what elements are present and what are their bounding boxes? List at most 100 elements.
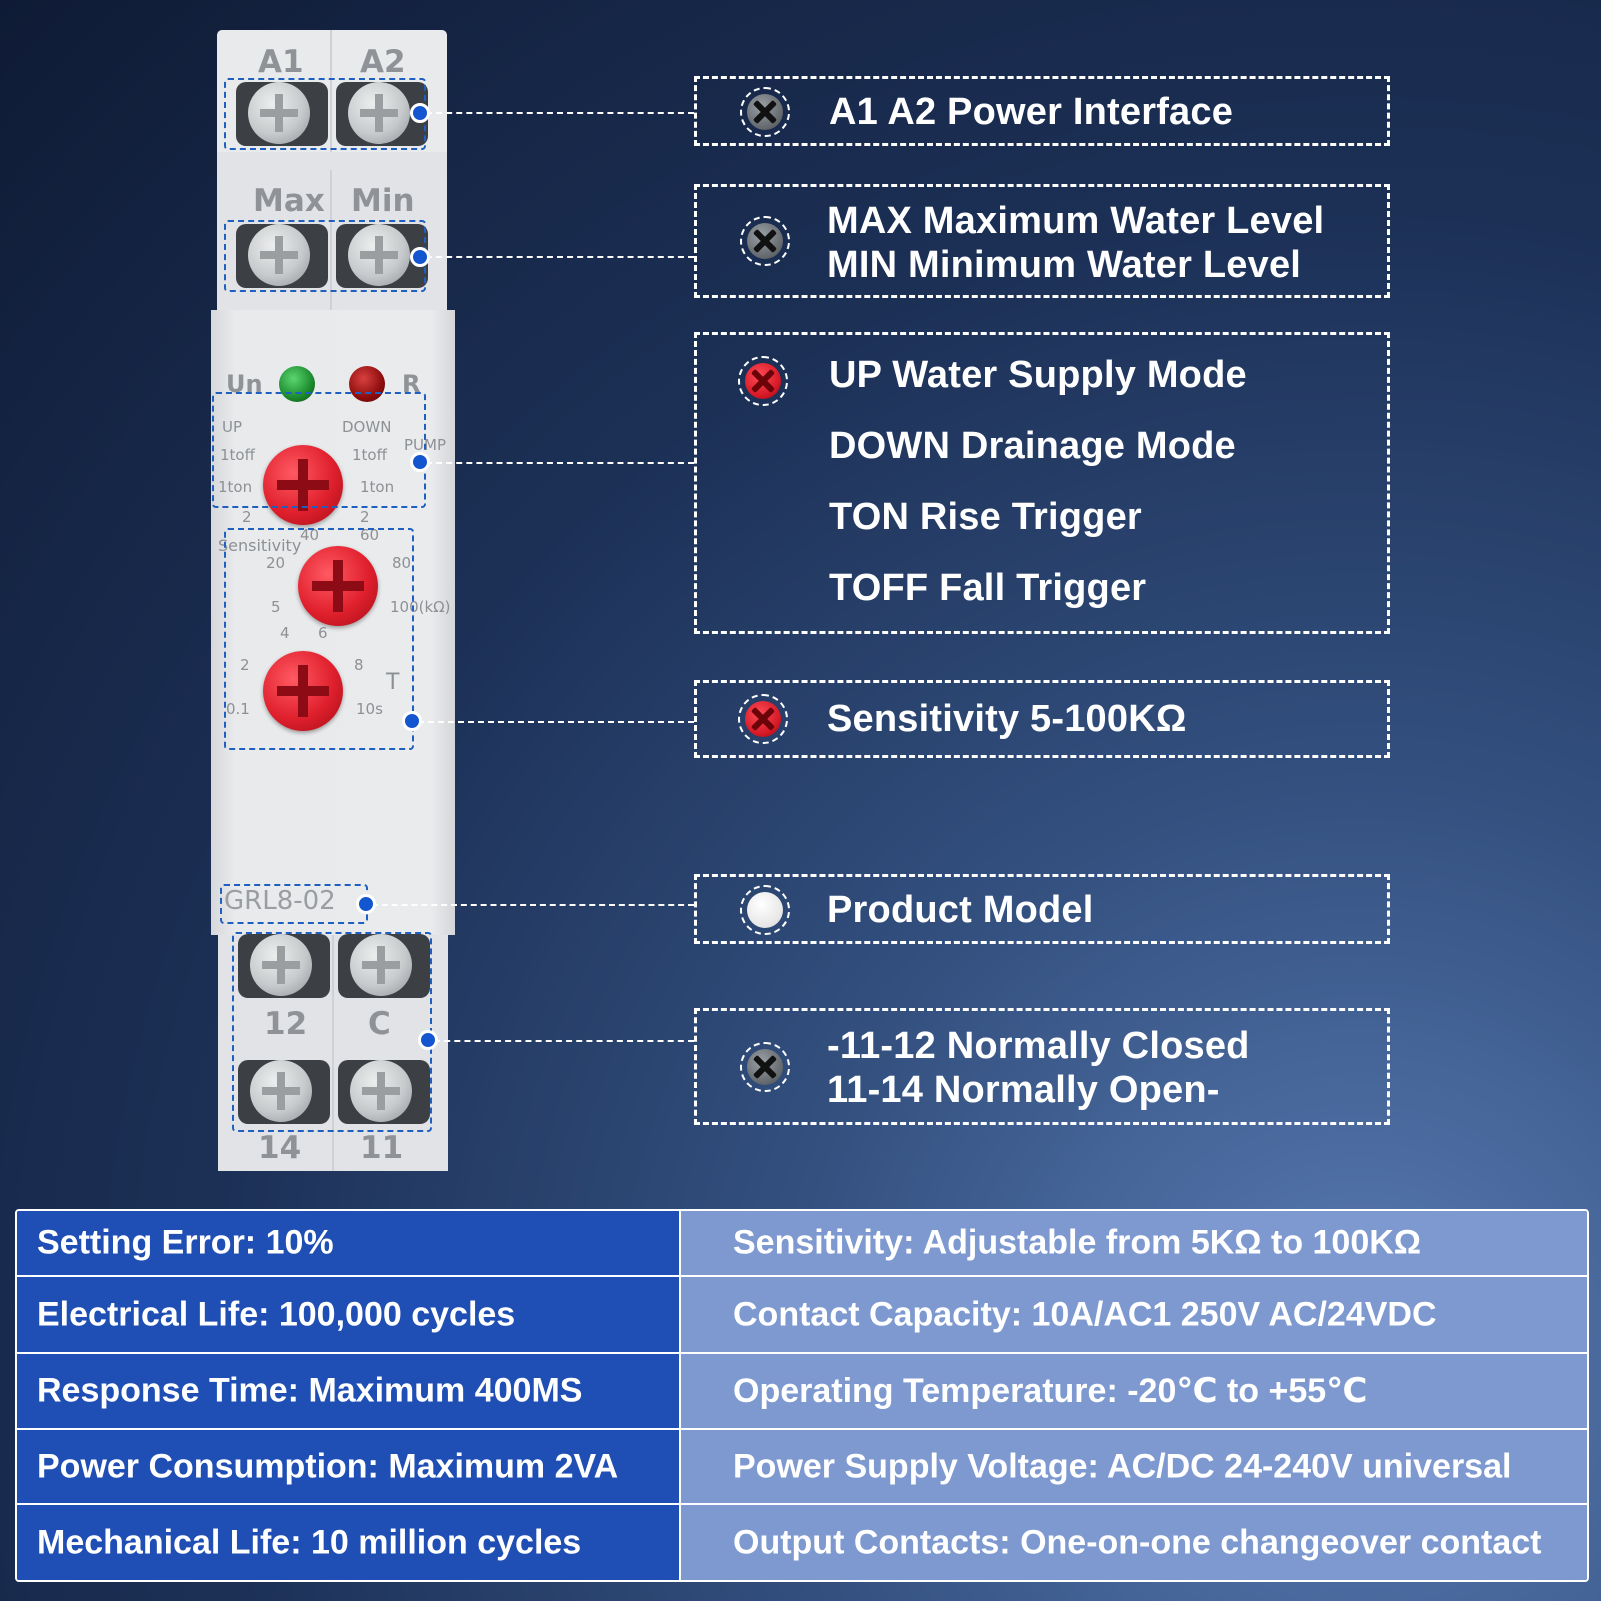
spec-text: Setting Error: 10%	[37, 1223, 334, 1262]
connector-line	[426, 256, 694, 258]
spec-cell: Operating Temperature: -20℃ to +55℃	[681, 1354, 1587, 1428]
dial-mark: 8	[354, 656, 364, 674]
callout-text: Product Model	[827, 889, 1094, 931]
power-led-icon	[279, 366, 315, 402]
callout-text: MAX Maximum Water Level	[827, 200, 1325, 242]
relay-led-icon	[349, 366, 385, 402]
spec-text: Contact Capacity: 10A/AC1 250V AC/24VDC	[733, 1295, 1437, 1333]
callout-text: TOFF Fall Trigger	[829, 567, 1147, 609]
screw-icon	[350, 934, 412, 996]
callout-contacts: -11-12 Normally Closed 11-14 Normally Op…	[694, 1008, 1390, 1125]
terminal-label-a1: A1	[258, 44, 304, 80]
dial-mark: 60	[360, 526, 380, 544]
spec-cell: Output Contacts: One-on-one changeover c…	[681, 1505, 1587, 1580]
dial-mark: 2	[242, 508, 252, 526]
terminal-label-c: C	[368, 1006, 391, 1042]
callout-text: A1 A2 Power Interface	[829, 91, 1234, 133]
terminal-label-max: Max	[253, 183, 325, 219]
spec-table: Setting Error: 10% Sensitivity: Adjustab…	[15, 1209, 1589, 1582]
led-label-r: R	[402, 370, 421, 398]
screw-icon	[250, 934, 312, 996]
terminal-label-min: Min	[351, 183, 415, 219]
callout-text: 11-14 Normally Open-	[827, 1069, 1220, 1111]
connector-line	[418, 721, 694, 723]
dial-label-t: T	[386, 670, 400, 695]
table-row: Response Time: Maximum 400MS Operating T…	[17, 1354, 1587, 1430]
spec-text: Power Supply Voltage: AC/DC 24-240V univ…	[733, 1447, 1512, 1485]
callout-text: -11-12 Normally Closed	[827, 1025, 1250, 1067]
connector-line	[372, 904, 694, 906]
knob-icon	[738, 356, 788, 406]
spec-cell: Electrical Life: 100,000 cycles	[17, 1277, 681, 1352]
screw-icon	[348, 224, 410, 286]
callout-text: DOWN Drainage Mode	[829, 425, 1236, 467]
dial-mark: 10s	[356, 700, 383, 718]
spec-text: Output Contacts: One-on-one changeover c…	[733, 1523, 1542, 1561]
screw-icon	[740, 216, 790, 266]
screw-icon	[348, 82, 410, 144]
highlight-box	[224, 220, 426, 292]
screw-icon	[248, 224, 310, 286]
highlight-box	[212, 392, 426, 508]
dial-mark: 80	[392, 554, 412, 572]
terminal-label-12: 12	[264, 1006, 308, 1042]
dial-mark: 5	[271, 598, 281, 616]
dial-mark: 100(kΩ)	[390, 598, 451, 616]
dial-mark: 1toff	[220, 446, 255, 464]
dial-label-down: DOWN	[342, 418, 392, 436]
connector-dot	[410, 247, 430, 267]
table-row: Setting Error: 10% Sensitivity: Adjustab…	[17, 1211, 1587, 1277]
highlight-box	[224, 528, 414, 750]
dial-mark: 0.1	[226, 700, 250, 718]
table-row: Power Consumption: Maximum 2VA Power Sup…	[17, 1430, 1587, 1505]
table-row: Mechanical Life: 10 million cycles Outpu…	[17, 1505, 1587, 1580]
highlight-box	[224, 78, 426, 150]
dial-mark: 4	[280, 624, 290, 642]
time-knob-icon[interactable]	[263, 651, 343, 731]
terminal-label-14: 14	[258, 1130, 302, 1166]
screw-icon	[740, 1042, 790, 1092]
spec-text: Mechanical Life: 10 million cycles	[37, 1523, 582, 1561]
dial-mark: 6	[318, 624, 328, 642]
spec-cell: Setting Error: 10%	[17, 1211, 681, 1275]
screw-icon	[740, 87, 790, 137]
connector-line	[426, 462, 694, 464]
callout-water-level: MAX Maximum Water Level MIN Minimum Wate…	[694, 184, 1390, 298]
callout-sensitivity: Sensitivity 5-100KΩ	[694, 680, 1390, 758]
spec-cell: Mechanical Life: 10 million cycles	[17, 1505, 681, 1580]
dial-mark: 1toff	[352, 446, 387, 464]
dial-mark: 2	[360, 508, 370, 526]
highlight-box	[232, 932, 432, 1132]
dial-label-sensitivity: Sensitivity	[218, 536, 302, 555]
model-circle-icon	[740, 885, 790, 935]
callout-power-interface: A1 A2 Power Interface	[694, 76, 1390, 146]
dial-mark: 20	[266, 554, 286, 572]
dial-mark: 1ton	[218, 478, 253, 496]
connector-dot	[410, 103, 430, 123]
highlight-box	[220, 884, 368, 924]
dial-mark: 1ton	[360, 478, 395, 496]
callout-mode: UP Water Supply Mode DOWN Drainage Mode …	[694, 332, 1390, 634]
connector-line	[426, 112, 694, 114]
screw-icon	[250, 1060, 312, 1122]
connector-dot	[356, 894, 376, 914]
dial-mark: 2	[240, 656, 250, 674]
table-row: Electrical Life: 100,000 cycles Contact …	[17, 1277, 1587, 1354]
knob-icon	[738, 694, 788, 744]
connector-dot	[410, 452, 430, 472]
mode-knob-icon[interactable]	[263, 445, 343, 525]
screw-icon	[248, 82, 310, 144]
spec-text: Electrical Life: 100,000 cycles	[37, 1295, 516, 1333]
callout-product-model: Product Model	[694, 874, 1390, 944]
screw-icon	[350, 1060, 412, 1122]
callout-text: UP Water Supply Mode	[829, 354, 1247, 396]
spec-text: Response Time: Maximum 400MS	[37, 1371, 583, 1410]
connector-dot	[402, 711, 422, 731]
spec-cell: Power Supply Voltage: AC/DC 24-240V univ…	[681, 1430, 1587, 1503]
spec-text: Sensitivity: Adjustable from 5KΩ to 100K…	[733, 1223, 1422, 1262]
spec-cell: Response Time: Maximum 400MS	[17, 1354, 681, 1428]
sensitivity-knob-icon[interactable]	[298, 546, 378, 626]
callout-text: MIN Minimum Water Level	[827, 244, 1302, 286]
callout-text: TON Rise Trigger	[829, 496, 1142, 538]
spec-cell: Power Consumption: Maximum 2VA	[17, 1430, 681, 1503]
